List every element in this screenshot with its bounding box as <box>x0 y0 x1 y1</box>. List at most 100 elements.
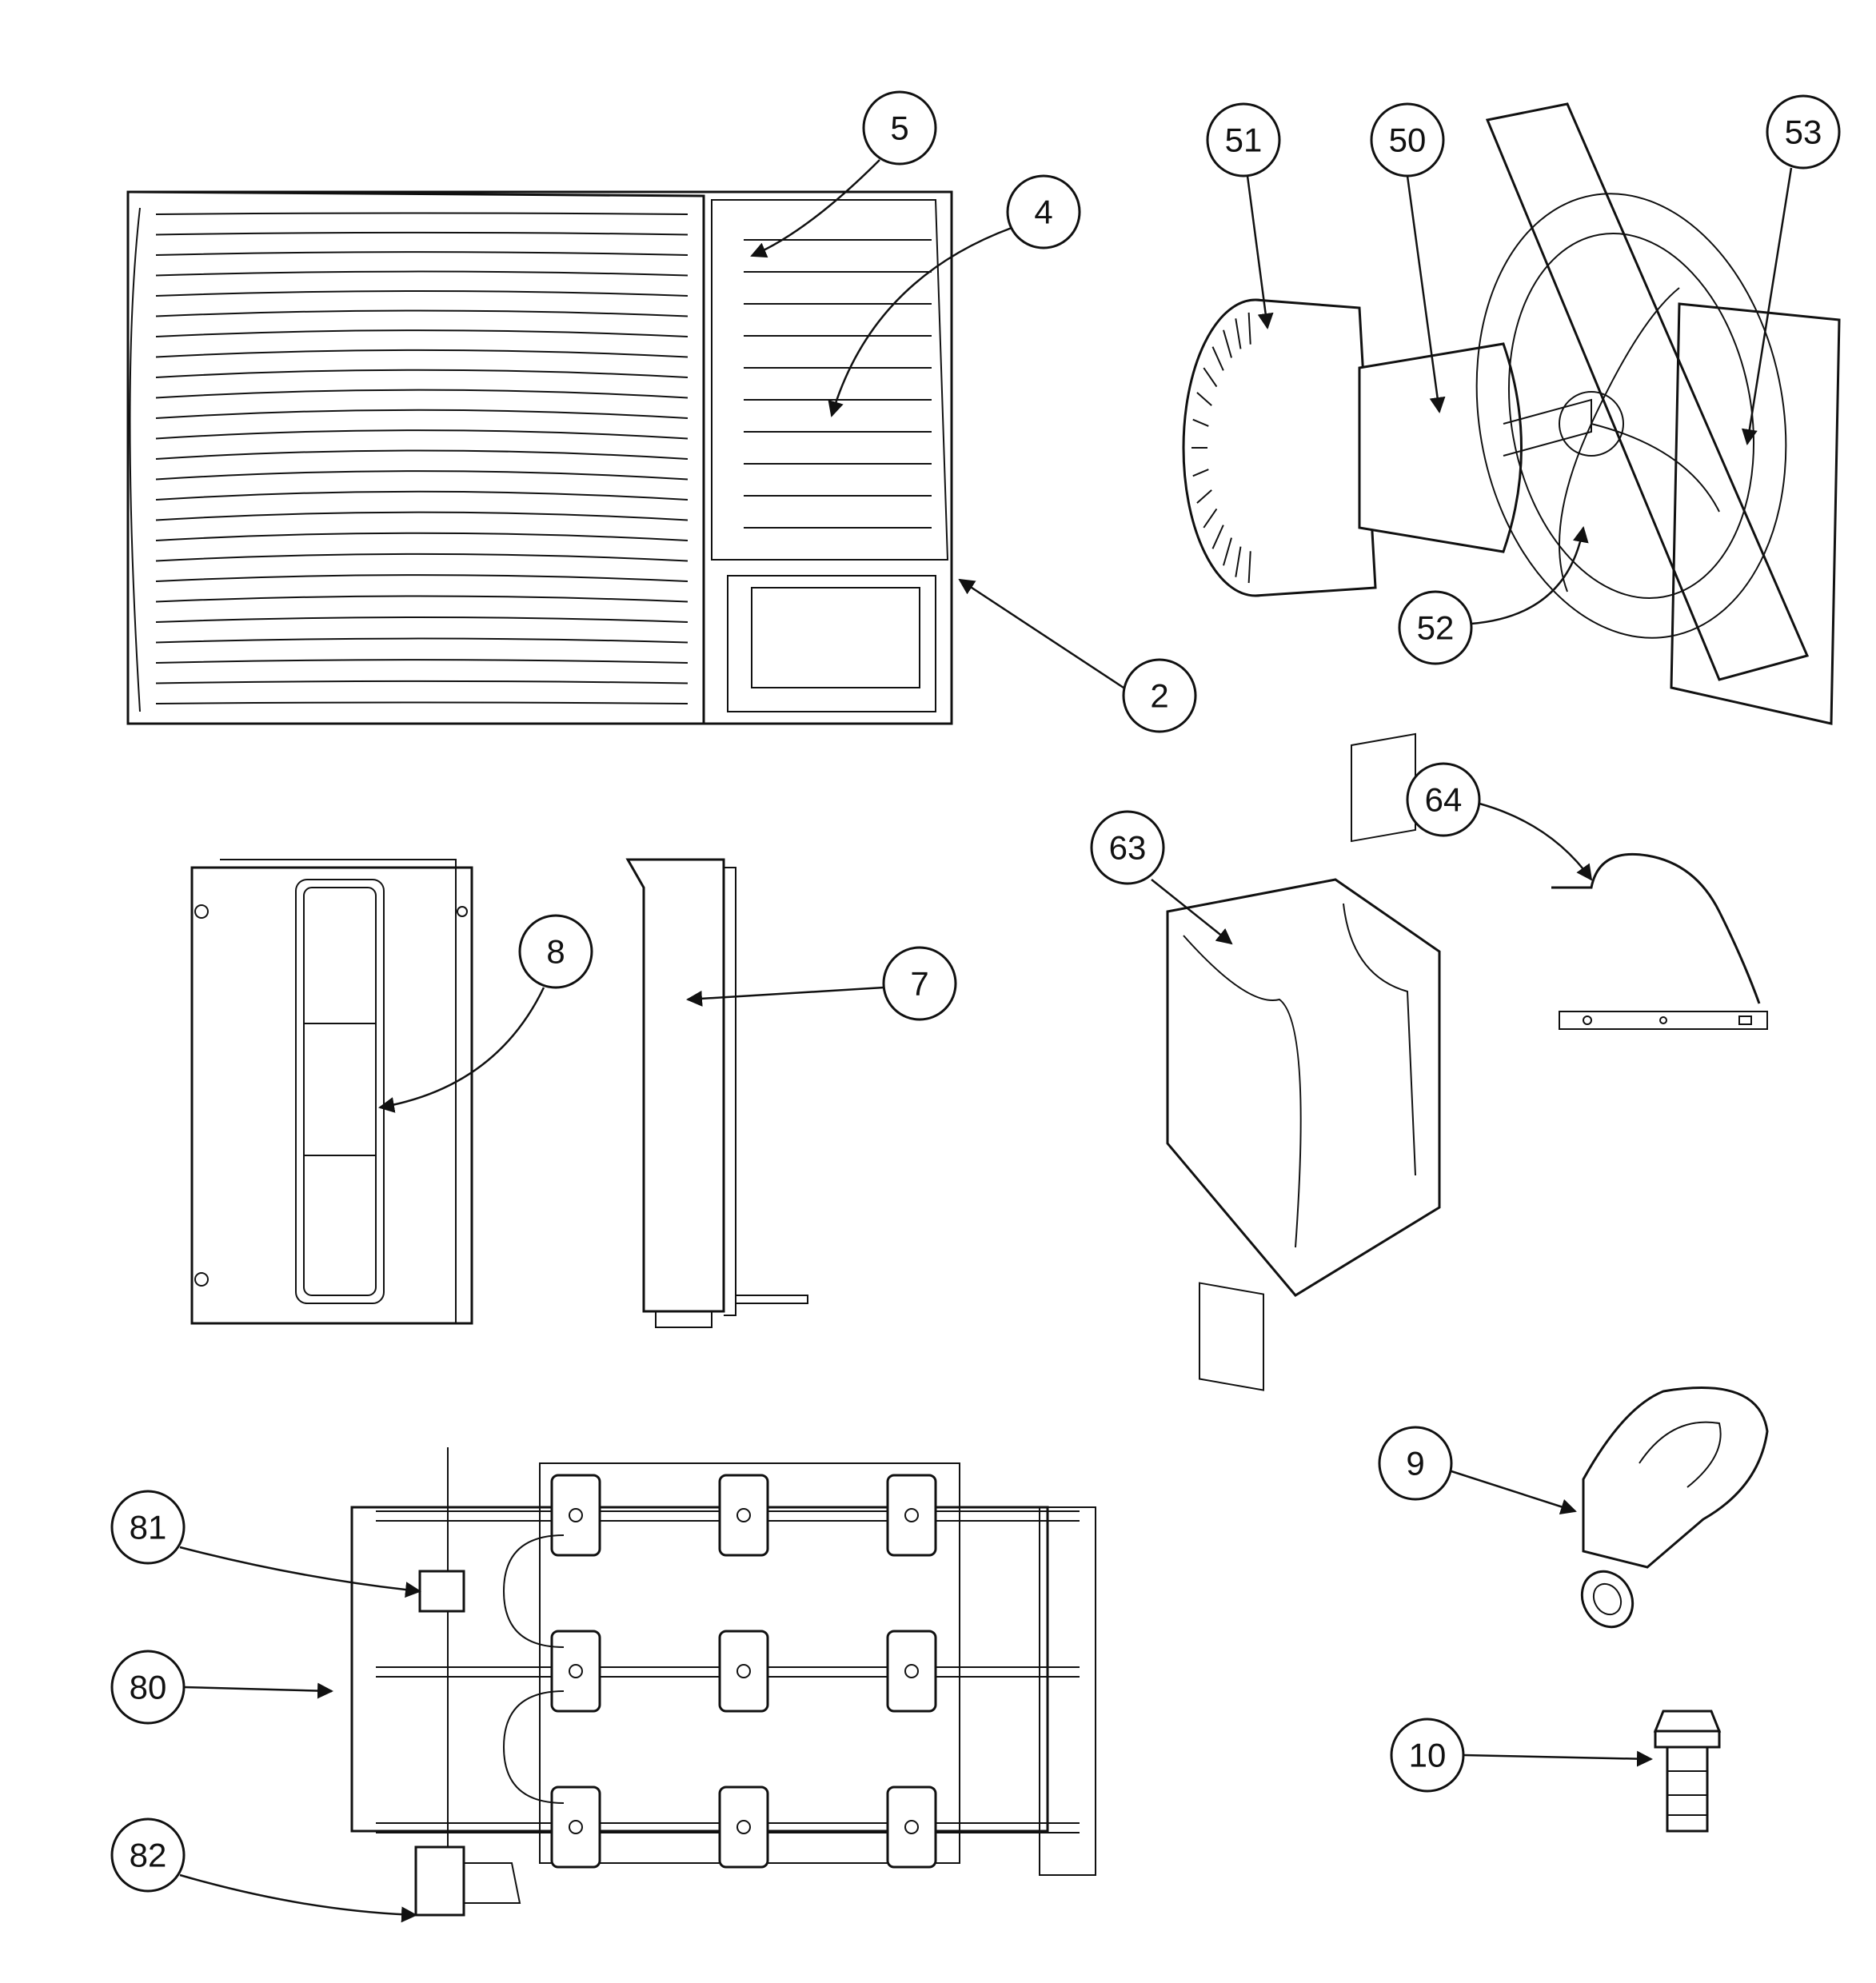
insulator-block <box>718 1785 769 1869</box>
callout-label: 63 <box>1109 829 1147 867</box>
insulator-hole <box>736 1820 751 1834</box>
leader-line <box>179 1546 421 1598</box>
bracket-part <box>1166 732 1441 1391</box>
insulator-block <box>550 1630 601 1713</box>
wheel-blade <box>1247 312 1251 345</box>
callout-label: 50 <box>1389 122 1427 159</box>
callout-53: 53 <box>1741 94 1841 445</box>
callout-label: 10 <box>1409 1737 1447 1774</box>
grille-slat <box>155 409 689 419</box>
insulator-hole <box>904 1820 919 1834</box>
wheel-blade <box>1192 418 1209 427</box>
insulator-hole <box>569 1820 583 1834</box>
leader-line <box>750 159 880 258</box>
insulator-block <box>550 1474 601 1557</box>
callout-bubble <box>1370 102 1445 178</box>
insulator-hole <box>569 1508 583 1522</box>
grille-slat <box>155 616 689 623</box>
insulator-block <box>886 1630 937 1713</box>
callout-bubble <box>1378 1426 1453 1501</box>
callout-bubble <box>882 946 957 1021</box>
grille-slat <box>155 231 689 236</box>
callout-label: 4 <box>1034 194 1052 231</box>
callout-label: 2 <box>1150 677 1168 715</box>
wheel-blade <box>1247 551 1251 584</box>
callout-label: 52 <box>1417 609 1455 647</box>
callout-9: 9 <box>1378 1426 1577 1514</box>
leader-line <box>1451 1470 1577 1514</box>
callout-bubble <box>1390 1718 1465 1793</box>
callout-label: 9 <box>1406 1445 1424 1482</box>
callout-8: 8 <box>378 914 593 1113</box>
callout-bubble <box>110 1650 186 1725</box>
grille-slat <box>155 701 689 704</box>
callout-label: 7 <box>910 965 928 1003</box>
wheel-blade <box>1235 546 1242 577</box>
grille-slat <box>155 369 689 378</box>
wheel-blade <box>1196 489 1212 504</box>
grille-slat <box>155 470 689 481</box>
grille-slat <box>155 270 689 277</box>
front-grille-part <box>126 190 953 725</box>
grille-slat <box>155 532 689 541</box>
insulator-hole <box>736 1664 751 1678</box>
callout-10: 10 <box>1390 1718 1653 1793</box>
callout-label: 51 <box>1225 122 1263 159</box>
callout-label: 53 <box>1785 114 1822 151</box>
grille-slat <box>155 449 689 460</box>
callout-bubble <box>1006 174 1081 249</box>
grille-slat <box>155 309 689 317</box>
callout-82: 82 <box>110 1817 417 1923</box>
wheel-blade <box>1223 537 1232 566</box>
insulator-block <box>886 1474 937 1557</box>
callout-64: 64 <box>1406 762 1593 881</box>
callout-63: 63 <box>1090 810 1233 945</box>
wheel-blade <box>1192 469 1209 477</box>
callout-4: 4 <box>828 174 1081 417</box>
insulator-hole <box>569 1664 583 1678</box>
leader-line <box>1741 167 1793 445</box>
insulator-block <box>718 1630 769 1713</box>
callout-label: 81 <box>130 1509 167 1546</box>
wheel-blade <box>1235 318 1242 349</box>
wheel-blade <box>1196 392 1212 406</box>
wheel-blade <box>1211 525 1224 549</box>
grille-slat <box>155 290 689 297</box>
insulator-hole <box>904 1664 919 1678</box>
wheel-blade <box>1211 346 1224 371</box>
callout-80: 80 <box>110 1650 333 1725</box>
callout-bubble <box>1206 102 1281 178</box>
grille-slat <box>155 389 689 399</box>
leader-line <box>1406 175 1446 413</box>
callout-bubble <box>1398 590 1473 665</box>
leader-line <box>1246 175 1274 329</box>
leader-line <box>1471 526 1589 625</box>
callout-bubble <box>518 914 593 989</box>
grille-slat <box>155 595 689 603</box>
insulator-hole <box>904 1508 919 1522</box>
leader-line <box>183 1682 333 1699</box>
callout-bubble <box>110 1817 186 1893</box>
blower-assembly-part <box>1182 102 1841 725</box>
side-curtain-part <box>190 859 473 1325</box>
callout-label: 82 <box>130 1837 167 1874</box>
wheel-blade <box>1203 367 1218 388</box>
callout-bubble <box>1406 762 1481 837</box>
grille-slat <box>155 553 689 562</box>
leader-line <box>958 578 1124 689</box>
grille-slat <box>155 349 689 358</box>
leader-line <box>179 1873 417 1923</box>
grille-slat <box>155 490 689 501</box>
leader-line <box>686 986 884 1007</box>
drain-fitting-part <box>1653 1710 1722 1833</box>
leader-line <box>1151 879 1233 945</box>
grille-slat <box>155 637 689 644</box>
grille-slat <box>155 212 689 215</box>
insulator-block <box>886 1785 937 1869</box>
callout-bubble <box>1122 658 1197 733</box>
callout-7: 7 <box>686 946 957 1021</box>
grille-slat <box>155 574 689 582</box>
callout-label: 64 <box>1425 781 1463 819</box>
leader-line <box>378 987 545 1113</box>
